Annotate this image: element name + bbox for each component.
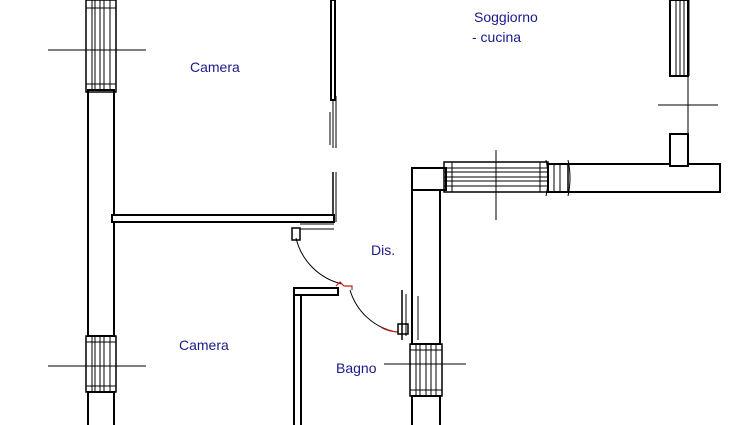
room-label-disimpegno: Dis. <box>371 242 396 258</box>
left-exterior-wall <box>87 89 115 425</box>
bathroom-door <box>335 281 409 340</box>
bedroom-partition-wall <box>111 214 335 230</box>
window-bagno <box>384 343 466 397</box>
living-room-exterior-wall <box>545 133 721 197</box>
window-bottom-left <box>48 335 146 393</box>
room-label-camera-top: Camera <box>190 59 240 75</box>
bedroom-living-partition <box>329 0 337 222</box>
bedroom-door-swing <box>291 227 343 285</box>
room-label-camera-bottom: Camera <box>179 337 229 353</box>
living-room-right-wall <box>658 0 718 134</box>
room-label-soggiorno: Soggiorno <box>474 9 538 25</box>
bathroom-left-wall <box>293 287 339 425</box>
window-top-left <box>48 0 146 93</box>
corridor-right-wall <box>411 167 447 425</box>
room-label-bagno: Bagno <box>336 360 377 376</box>
living-room-window <box>443 150 549 220</box>
room-label-cucina: - cucina <box>472 29 522 45</box>
